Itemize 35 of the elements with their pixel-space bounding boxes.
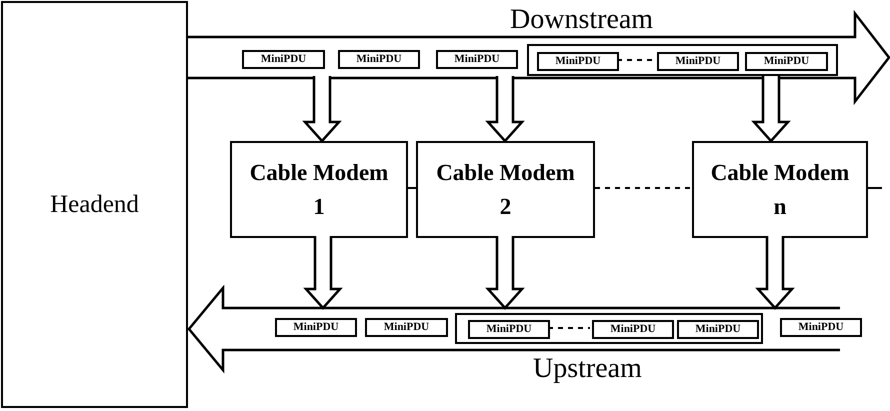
cable-modem-box: [416, 141, 595, 238]
minipdu-box: MiniPDU: [745, 52, 828, 71]
minipdu-box: MiniPDU: [365, 318, 448, 337]
node-label: Headend: [50, 190, 139, 220]
connector-line: [408, 187, 416, 189]
minipdu-box: MiniPDU: [436, 50, 518, 69]
minipdu-box: MiniPDU: [338, 50, 420, 69]
node-label: Cable Modem n: [710, 158, 850, 220]
cable-modem-box: [692, 141, 868, 238]
minipdu-box: MiniPDU: [780, 318, 862, 337]
hollow-arrow: [751, 74, 791, 143]
minipdu-group-frame: [527, 44, 838, 76]
minipdu-box: MiniPDU: [537, 52, 619, 71]
hollow-arrow: [755, 234, 795, 310]
minipdu-box: MiniPDU: [242, 50, 325, 69]
minipdu-box: MiniPDU: [275, 318, 357, 337]
connector-line: [868, 187, 882, 189]
minipdu-box: MiniPDU: [657, 52, 739, 71]
dashed-connector: [595, 187, 692, 189]
minipdu-box: MiniPDU: [677, 320, 759, 339]
minipdu-group-frame: [455, 313, 763, 344]
cable-modem-box: [230, 141, 408, 238]
dashed-connector: [548, 327, 590, 329]
minipdu-box: MiniPDU: [592, 320, 674, 339]
hollow-arrow: [302, 74, 342, 143]
hollow-arrow: [485, 234, 525, 310]
headend-box: [1, 1, 188, 408]
node-label: Cable Modem 2: [435, 158, 576, 220]
hollow-arrow: [485, 74, 525, 143]
hollow-arrow: [303, 234, 343, 310]
node-label: Cable Modem 1: [248, 158, 390, 220]
dashed-connector: [617, 59, 655, 61]
stream-label: Downstream: [510, 4, 654, 36]
minipdu-box: MiniPDU: [468, 320, 550, 339]
stream-label: Upstream: [533, 353, 642, 385]
